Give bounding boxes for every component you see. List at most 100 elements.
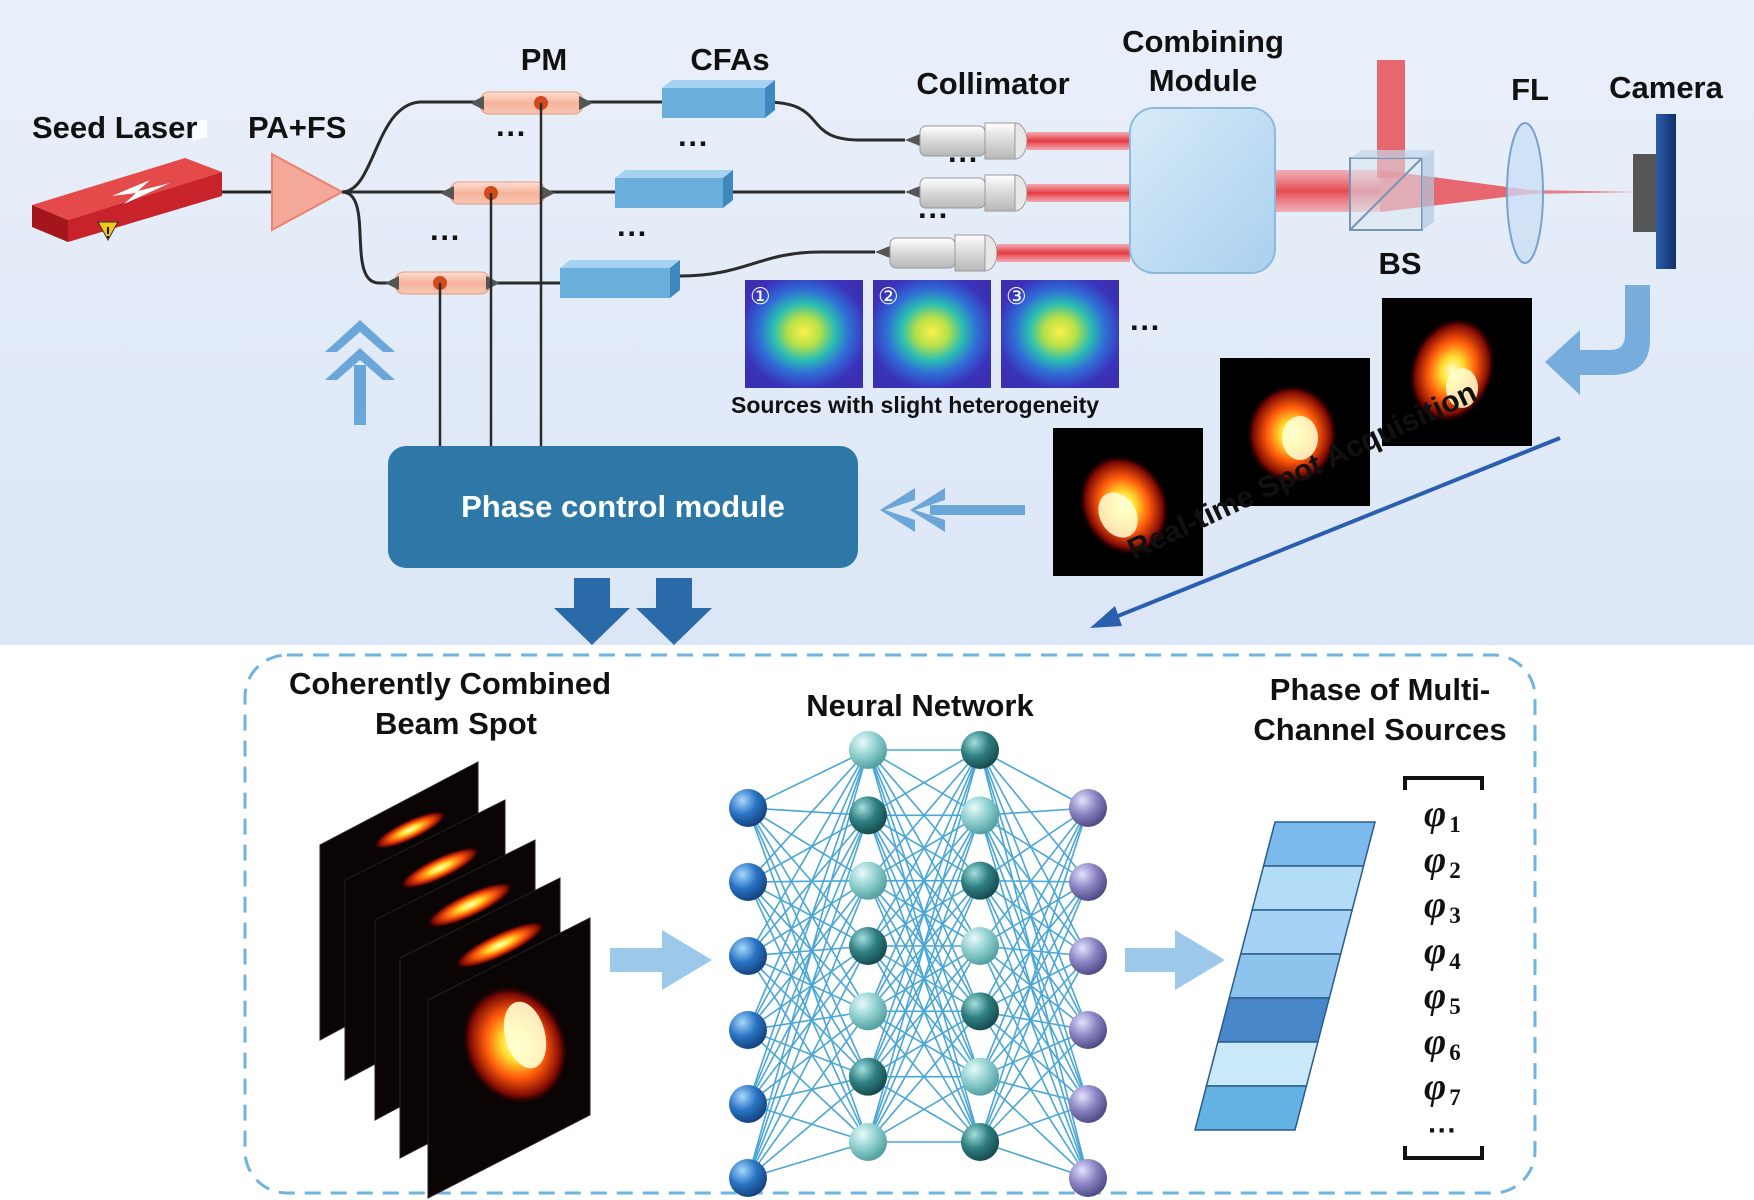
nn-connection (747, 1010, 869, 1031)
phase-symbol-index: 6 (1449, 1039, 1461, 1065)
acquisition-arrow (1090, 436, 1561, 628)
ellipsis-cfa-lower: ··· (617, 216, 648, 251)
phase-control-module-label: Phase control module (461, 489, 785, 524)
nn-node-layer-4 (1069, 1159, 1107, 1197)
phase-vector (1194, 821, 1376, 1131)
ccbs-label-line2: Beam Spot (375, 706, 537, 741)
nn-connection (747, 1076, 869, 1179)
nn-connection (979, 945, 1089, 1179)
collimator-1 (905, 122, 1028, 160)
phase-symbol-glyph: φ (1424, 884, 1447, 926)
phase-symbol-glyph: φ (1424, 929, 1447, 972)
nn-node-layer-1 (729, 1159, 767, 1197)
nn-connection (747, 1010, 869, 1179)
nn-connection (979, 881, 1089, 947)
nn-node-layer-4 (1069, 937, 1107, 975)
ellipsis-cfa-top: ··· (678, 126, 709, 161)
nn-connection (979, 1010, 1089, 1105)
nn-connection (867, 945, 981, 1143)
phase-label-line2: Channel Sources (1253, 712, 1507, 747)
nn-connection (867, 815, 981, 1143)
ellipsis-pm: ··· (496, 116, 527, 151)
nn-connection (747, 881, 869, 947)
nn-connection (747, 879, 869, 957)
nn-connection (747, 881, 869, 1143)
nn-connection (979, 1010, 1089, 1179)
acquired-spot-2 (1220, 358, 1370, 506)
nn-connection (979, 880, 1089, 1031)
focusing-lens (1506, 122, 1544, 264)
cfa-1 (662, 80, 775, 118)
ellipsis-sources: ··· (1130, 310, 1161, 345)
combining-module-label-line2: Module (1148, 63, 1258, 98)
acquired-spot-1 (1053, 428, 1203, 576)
amplifier-splitter (271, 152, 345, 232)
nn-node-layer-3 (961, 992, 999, 1031)
nn-connection (747, 955, 869, 1078)
nn-node-layer-1 (729, 789, 767, 827)
nn-connection (747, 815, 869, 1179)
nn-connection (979, 1076, 1089, 1179)
nn-node-layer-2 (849, 796, 887, 835)
nn-connection (979, 945, 1089, 1105)
nn-connection (979, 749, 1089, 883)
nn-connection (979, 881, 1089, 1078)
collimator-3 (875, 234, 998, 272)
nn-connection (747, 814, 869, 1031)
warning-icon (97, 221, 119, 242)
nn-connection (979, 1029, 1089, 1078)
acquired-spots (1053, 298, 1532, 576)
phase-modulator-1 (470, 91, 593, 115)
neural-network-label: Neural Network (806, 688, 1034, 723)
phase-vector-cell (1251, 865, 1365, 911)
nn-node-layer-1 (729, 1085, 767, 1123)
phase-vector-cell (1262, 821, 1376, 867)
phase-symbol-index: 4 (1449, 948, 1461, 974)
beam-spot-stack (319, 761, 591, 1199)
phase-vector-cell (1228, 953, 1342, 999)
nn-connection (979, 807, 1089, 1143)
nn-connection (747, 945, 869, 1105)
nn-connection (867, 749, 981, 1077)
nn-node-layer-1 (729, 863, 767, 901)
nn-node-layer-4 (1069, 789, 1107, 827)
nn-connection (979, 955, 1089, 1013)
cfa-3 (560, 260, 680, 298)
nn-connection (747, 879, 869, 883)
nn-node-layer-3 (961, 927, 999, 965)
network-panel (243, 653, 1537, 1195)
nn-connection (747, 814, 869, 957)
collimator-2 (905, 174, 1028, 212)
seed-laser-label: Seed Laser (32, 110, 198, 145)
nn-connection (979, 749, 1089, 1105)
nn-node-layer-2 (849, 1123, 887, 1161)
ellipsis-pm-lower: ··· (430, 220, 461, 255)
phase-symbol-glyph: φ (1424, 838, 1447, 881)
nn-connection (747, 749, 869, 1031)
seed-laser (32, 118, 222, 242)
acquired-spot-3 (1382, 298, 1532, 446)
nn-connection (747, 807, 869, 817)
nn-connection (747, 1029, 869, 1078)
nn-connection (867, 1010, 981, 1143)
nn-node-layer-4 (1069, 1011, 1107, 1049)
nn-node-layer-2 (849, 1057, 887, 1096)
collimator-label: Collimator (916, 66, 1070, 101)
nn-node-layer-3 (961, 861, 999, 900)
nn-connection (979, 881, 1089, 1143)
nn-connection (979, 807, 1089, 1077)
source-badge-1: ① (750, 283, 771, 309)
nn-connection (747, 955, 869, 1013)
nn-connection (747, 881, 869, 1012)
pa-fs-label: PA+FS (248, 110, 347, 145)
nn-connection (747, 807, 869, 1012)
phase-ellipsis: ··· (1428, 1115, 1457, 1147)
phase-symbol-index: 5 (1449, 994, 1461, 1019)
nn-connection (747, 945, 869, 1031)
nn-node-layer-1 (729, 1011, 767, 1049)
